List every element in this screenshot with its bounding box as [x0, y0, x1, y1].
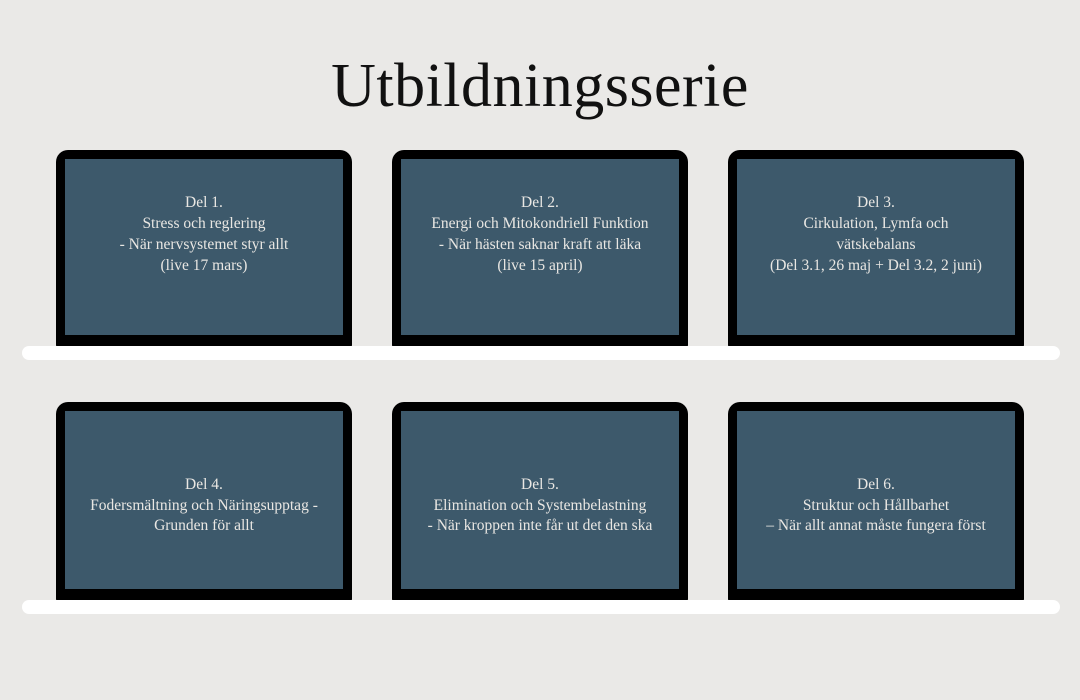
laptop-card-del-1[interactable]: Del 1. Stress och reglering - När nervsy…	[56, 150, 352, 356]
screen-line: Del 2.	[521, 194, 559, 212]
laptop-screen: Del 2. Energi och Mitokondriell Funktion…	[401, 159, 679, 335]
screen-line: Fodersmältning och Näringsupptag -	[90, 496, 318, 514]
screen-text-block: Del 2. Energi och Mitokondriell Funktion…	[407, 193, 673, 276]
screen-line: Del 6.	[857, 475, 895, 493]
laptop-row-2: Del 4. Fodersmältning och Näringsupptag …	[0, 402, 1080, 617]
screen-line: (Del 3.1, 26 maj + Del 3.2, 2 juni)	[770, 256, 982, 274]
laptop-card-del-2[interactable]: Del 2. Energi och Mitokondriell Funktion…	[392, 150, 688, 356]
laptop-card-del-6[interactable]: Del 6. Struktur och Hållbarhet – När all…	[728, 402, 1024, 610]
screen-line: Del 5.	[521, 475, 559, 493]
page-title: Utbildningsserie	[331, 52, 749, 120]
screen-line: Del 4.	[185, 475, 223, 493]
laptop-screen: Del 4. Fodersmältning och Näringsupptag …	[65, 411, 343, 589]
screen-line: - När nervsystemet styr allt	[119, 236, 289, 253]
laptop-bezel: Del 3. Cirkulation, Lymfa och vätskebala…	[728, 150, 1024, 348]
screen-line: – När allt annat måste fungera först	[766, 517, 986, 535]
screen-line: Cirkulation, Lymfa och	[803, 215, 949, 233]
screen-line: Stress och reglering	[142, 215, 266, 233]
laptop-bezel: Del 5. Elimination och Systembelastning …	[392, 402, 688, 602]
screen-line: Del 1.	[185, 194, 223, 212]
laptop-bezel: Del 6. Struktur och Hållbarhet – När all…	[728, 402, 1024, 602]
laptop-screen: Del 3. Cirkulation, Lymfa och vätskebala…	[737, 159, 1015, 335]
laptop-bezel: Del 4. Fodersmältning och Näringsupptag …	[56, 402, 352, 602]
screen-text-block: Del 4. Fodersmältning och Näringsupptag …	[71, 475, 337, 537]
laptop-bezel: Del 1. Stress och reglering - När nervsy…	[56, 150, 352, 348]
screen-line: Energi och Mitokondriell Funktion	[431, 215, 649, 233]
screen-text-block: Del 6. Struktur och Hållbarhet – När all…	[743, 475, 1009, 537]
laptop-row-1: Del 1. Stress och reglering - När nervsy…	[0, 150, 1080, 365]
screen-line: Grunden för allt	[154, 517, 254, 535]
laptop-card-del-5[interactable]: Del 5. Elimination och Systembelastning …	[392, 402, 688, 610]
screen-line: Struktur och Hållbarhet	[802, 496, 950, 514]
screen-line: - När kroppen inte får ut det den ska	[427, 517, 653, 535]
laptop-screen: Del 5. Elimination och Systembelastning …	[401, 411, 679, 589]
laptop-screen: Del 6. Struktur och Hållbarhet – När all…	[737, 411, 1015, 589]
laptop-base-bar	[22, 346, 1060, 360]
screen-line: (live 15 april)	[497, 256, 583, 274]
screen-line: - När hästen saknar kraft att läka	[438, 236, 642, 253]
screen-line: Del 3.	[857, 194, 895, 212]
laptop-bezel: Del 2. Energi och Mitokondriell Funktion…	[392, 150, 688, 348]
screen-text-block: Del 3. Cirkulation, Lymfa och vätskebala…	[743, 193, 1009, 276]
laptop-card-del-3[interactable]: Del 3. Cirkulation, Lymfa och vätskebala…	[728, 150, 1024, 356]
screen-line: vätskebalans	[836, 236, 916, 253]
screen-text-block: Del 1. Stress och reglering - När nervsy…	[71, 193, 337, 276]
screen-line: Elimination och Systembelastning	[433, 496, 647, 514]
screen-text-block: Del 5. Elimination och Systembelastning …	[407, 475, 673, 537]
laptop-screen: Del 1. Stress och reglering - När nervsy…	[65, 159, 343, 335]
laptop-base-bar	[22, 600, 1060, 614]
screen-line: (live 17 mars)	[160, 256, 248, 274]
laptop-card-del-4[interactable]: Del 4. Fodersmältning och Näringsupptag …	[56, 402, 352, 610]
